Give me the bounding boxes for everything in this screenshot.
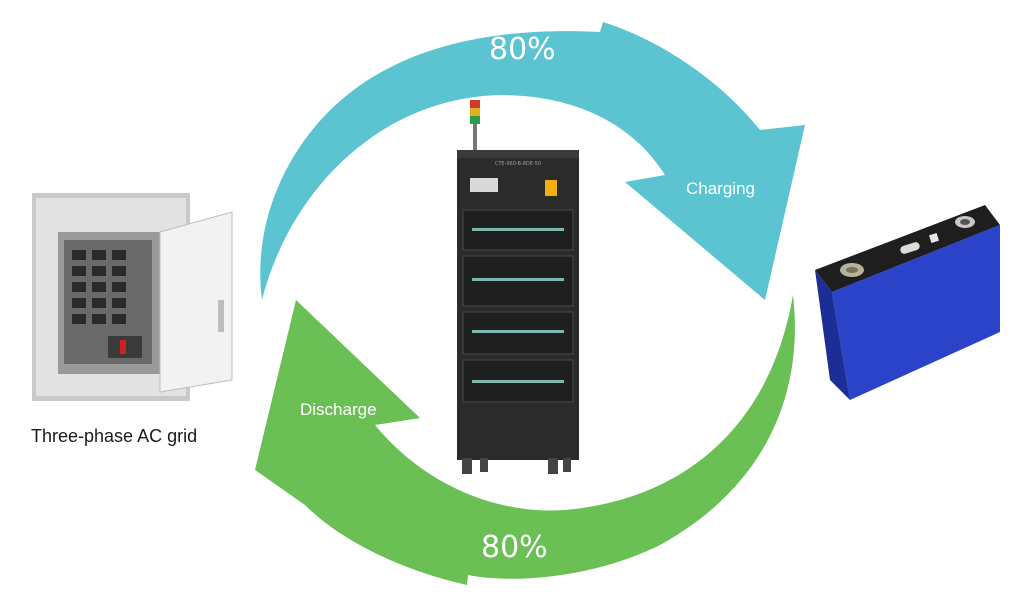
ac-grid-panel-icon bbox=[32, 193, 233, 401]
charging-label: Charging bbox=[686, 179, 755, 198]
discharge-label: Discharge bbox=[300, 400, 377, 419]
discharge-percent: 80% bbox=[481, 530, 548, 565]
charging-percent: 80% bbox=[489, 32, 556, 67]
battery-test-cabinet-icon bbox=[457, 100, 579, 474]
battery-cell-icon bbox=[815, 205, 1000, 400]
discharge-arrow bbox=[255, 295, 795, 585]
ac-grid-caption: Three-phase AC grid bbox=[31, 426, 198, 446]
charging-arrow bbox=[260, 22, 806, 300]
cabinet-panel-text: CTE-960-B-8DE-50 bbox=[495, 161, 541, 167]
